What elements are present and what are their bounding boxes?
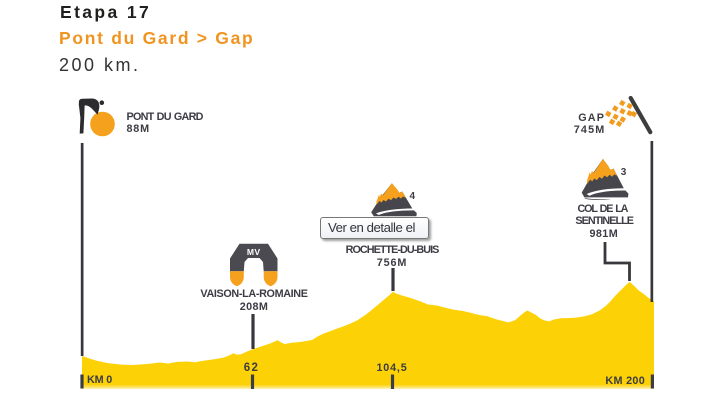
svg-text:MV: MV bbox=[247, 247, 261, 257]
